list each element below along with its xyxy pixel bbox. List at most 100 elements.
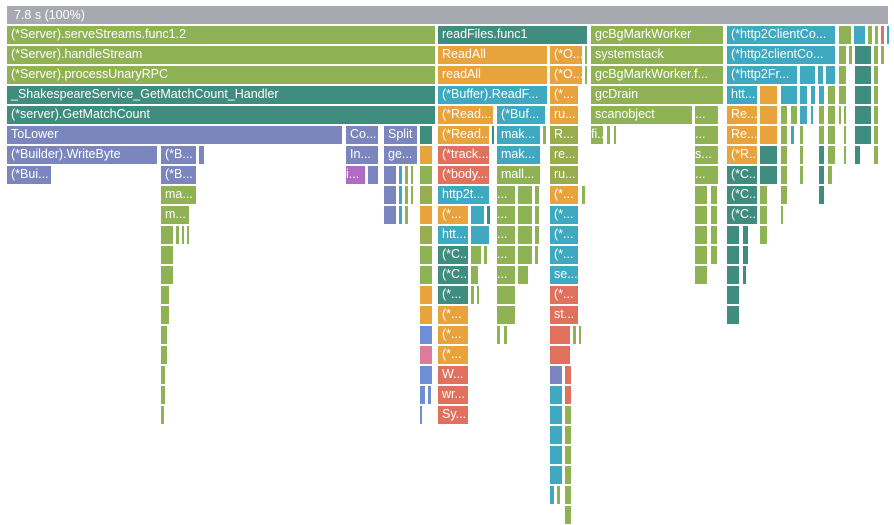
flame-frame-unlabeled[interactable] bbox=[491, 125, 495, 145]
flame-frame-unlabeled[interactable] bbox=[419, 145, 433, 165]
flame-frame[interactable]: ma... bbox=[160, 185, 197, 205]
flame-frame[interactable]: ReadAll bbox=[437, 45, 548, 65]
flame-frame[interactable]: fi... bbox=[590, 125, 604, 145]
flame-frame-unlabeled[interactable] bbox=[496, 305, 516, 325]
flame-frame-unlabeled[interactable] bbox=[694, 225, 708, 245]
flame-frame-unlabeled[interactable] bbox=[827, 165, 833, 185]
flame-frame-unlabeled[interactable] bbox=[742, 265, 747, 285]
flame-frame[interactable]: (*C... bbox=[726, 185, 758, 205]
flame-frame[interactable]: (*body... bbox=[437, 165, 490, 185]
flame-frame-unlabeled[interactable] bbox=[410, 165, 414, 185]
flame-frame-unlabeled[interactable] bbox=[517, 225, 533, 245]
flame-frame-unlabeled[interactable] bbox=[572, 325, 577, 345]
flame-frame-unlabeled[interactable] bbox=[419, 225, 433, 245]
flame-frame-unlabeled[interactable] bbox=[726, 305, 740, 325]
flame-frame-unlabeled[interactable] bbox=[534, 245, 539, 265]
flame-frame-unlabeled[interactable] bbox=[383, 165, 397, 185]
flame-frame-unlabeled[interactable] bbox=[854, 65, 872, 85]
flame-frame-unlabeled[interactable] bbox=[838, 85, 847, 105]
flame-frame[interactable]: ToLower bbox=[6, 125, 343, 145]
flame-frame[interactable]: (*C... bbox=[726, 165, 758, 185]
flame-frame-unlabeled[interactable] bbox=[780, 185, 788, 205]
flame-frame-unlabeled[interactable] bbox=[549, 485, 555, 505]
flame-frame-unlabeled[interactable] bbox=[759, 225, 768, 245]
flame-frame-unlabeled[interactable] bbox=[517, 185, 533, 205]
flame-frame-unlabeled[interactable] bbox=[517, 245, 533, 265]
flame-frame[interactable]: s... bbox=[694, 145, 719, 165]
flame-frame-unlabeled[interactable] bbox=[584, 45, 588, 65]
flame-frame-unlabeled[interactable] bbox=[827, 145, 836, 165]
flame-frame-unlabeled[interactable] bbox=[160, 405, 165, 425]
flame-frame-unlabeled[interactable] bbox=[410, 185, 414, 205]
flame-frame[interactable]: htt... bbox=[726, 85, 758, 105]
flame-frame-unlabeled[interactable] bbox=[873, 85, 879, 105]
flame-frame-unlabeled[interactable] bbox=[780, 85, 798, 105]
flame-frame-unlabeled[interactable] bbox=[827, 85, 836, 105]
flame-frame-unlabeled[interactable] bbox=[759, 125, 778, 145]
flame-frame-unlabeled[interactable] bbox=[483, 245, 488, 265]
flame-frame-unlabeled[interactable] bbox=[564, 425, 572, 445]
flame-frame-unlabeled[interactable] bbox=[880, 45, 885, 65]
flame-frame-unlabeled[interactable] bbox=[564, 405, 572, 425]
flame-frame-unlabeled[interactable] bbox=[404, 165, 409, 185]
flame-frame[interactable]: (*... bbox=[549, 85, 579, 105]
flame-frame-unlabeled[interactable] bbox=[780, 165, 788, 185]
flame-frame[interactable]: (*B... bbox=[160, 145, 197, 165]
flame-frame-unlabeled[interactable] bbox=[534, 185, 540, 205]
flame-frame-unlabeled[interactable] bbox=[542, 125, 547, 145]
flame-frame-unlabeled[interactable] bbox=[799, 125, 804, 145]
flame-frame-unlabeled[interactable] bbox=[549, 405, 563, 425]
flame-frame[interactable]: ... bbox=[496, 265, 516, 285]
flame-frame-unlabeled[interactable] bbox=[710, 185, 718, 205]
flame-frame[interactable]: (*O... bbox=[549, 65, 583, 85]
flame-frame-unlabeled[interactable] bbox=[838, 45, 847, 65]
flame-frame-unlabeled[interactable] bbox=[564, 365, 572, 385]
flame-frame-unlabeled[interactable] bbox=[726, 245, 740, 265]
flame-frame-unlabeled[interactable] bbox=[470, 265, 479, 285]
flame-frame[interactable]: ... bbox=[496, 245, 516, 265]
flame-frame[interactable]: (*Read... bbox=[437, 105, 494, 125]
flame-frame-unlabeled[interactable] bbox=[817, 65, 824, 85]
flame-frame[interactable]: gcDrain bbox=[590, 85, 724, 105]
flame-frame-unlabeled[interactable] bbox=[564, 465, 572, 485]
flame-frame[interactable]: Split bbox=[383, 125, 418, 145]
flame-frame-unlabeled[interactable] bbox=[780, 125, 788, 145]
flame-frame-unlabeled[interactable] bbox=[818, 185, 825, 205]
flame-frame-unlabeled[interactable] bbox=[694, 205, 708, 225]
flame-frame[interactable]: systemstack bbox=[590, 45, 724, 65]
flame-frame-unlabeled[interactable] bbox=[398, 205, 403, 225]
flame-frame-unlabeled[interactable] bbox=[584, 65, 588, 85]
flame-frame-unlabeled[interactable] bbox=[694, 185, 708, 205]
flame-frame[interactable]: (*Read... bbox=[437, 125, 490, 145]
flame-frame-unlabeled[interactable] bbox=[710, 245, 718, 265]
flame-frame-unlabeled[interactable] bbox=[873, 125, 879, 145]
flame-frame-unlabeled[interactable] bbox=[578, 325, 582, 345]
flame-frame-unlabeled[interactable] bbox=[854, 45, 872, 65]
flame-frame[interactable]: R... bbox=[549, 125, 579, 145]
flame-frame-unlabeled[interactable] bbox=[873, 65, 879, 85]
flame-frame[interactable]: gcBgMarkWorker bbox=[590, 25, 724, 45]
flame-frame-unlabeled[interactable] bbox=[838, 65, 847, 85]
flame-frame-unlabeled[interactable] bbox=[759, 185, 768, 205]
flame-frame[interactable]: (*O... bbox=[549, 45, 583, 65]
flame-frame[interactable]: (*... bbox=[549, 245, 579, 265]
flame-frame[interactable]: (*C... bbox=[437, 265, 469, 285]
flame-frame[interactable]: (*... bbox=[437, 345, 469, 365]
flame-frame-unlabeled[interactable] bbox=[160, 365, 166, 385]
flame-frame-unlabeled[interactable] bbox=[496, 325, 501, 345]
flame-frame-unlabeled[interactable] bbox=[843, 105, 847, 125]
flame-frame-unlabeled[interactable] bbox=[880, 25, 885, 45]
flame-frame-unlabeled[interactable] bbox=[810, 85, 816, 105]
flame-frame[interactable]: (*Buf... bbox=[496, 105, 546, 125]
flame-frame[interactable]: scanobject bbox=[590, 105, 693, 125]
flame-frame-unlabeled[interactable] bbox=[818, 165, 825, 185]
flame-frame-unlabeled[interactable] bbox=[496, 285, 516, 305]
flame-frame[interactable]: ... bbox=[496, 225, 516, 245]
flame-frame-unlabeled[interactable] bbox=[181, 225, 185, 245]
flame-frame-unlabeled[interactable] bbox=[160, 285, 170, 305]
flame-frame[interactable]: (*... bbox=[437, 325, 469, 345]
flame-frame-unlabeled[interactable] bbox=[549, 325, 571, 345]
flame-frame-unlabeled[interactable] bbox=[873, 45, 879, 65]
flame-frame-unlabeled[interactable] bbox=[419, 125, 433, 145]
flame-frame-unlabeled[interactable] bbox=[726, 285, 740, 305]
